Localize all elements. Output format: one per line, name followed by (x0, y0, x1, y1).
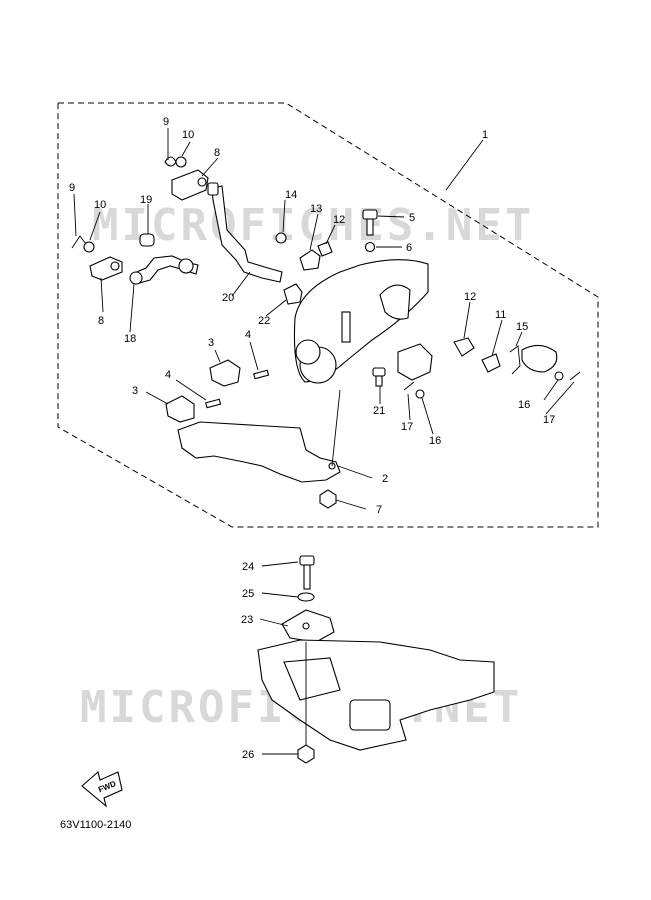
callout-6: 6 (406, 242, 412, 254)
throttle-linkage (397, 343, 433, 381)
callout-9-top: 9 (163, 116, 169, 128)
callout-4-left: 4 (165, 369, 171, 381)
bolt-21 (372, 367, 386, 387)
joint-11 (481, 353, 501, 373)
bushing-22 (283, 283, 303, 305)
washer-10-top (175, 156, 187, 168)
callout-21: 21 (373, 405, 385, 417)
callout-8-left: 8 (98, 315, 104, 327)
callout-11: 11 (495, 309, 506, 321)
leader-lines (73, 128, 575, 755)
callout-12-right: 12 (464, 291, 476, 303)
callout-26: 26 (242, 749, 254, 761)
engine-housing (293, 259, 429, 384)
callout-15: 15 (516, 321, 528, 333)
callout-12-top: 12 (333, 214, 345, 226)
cable-end-right (521, 344, 558, 373)
fwd-arrow: FWD (81, 770, 123, 808)
clip-17-left (403, 381, 415, 391)
callout-5: 5 (409, 212, 415, 224)
washer-25 (297, 592, 315, 602)
nut-7 (319, 489, 337, 509)
pin-4-top (253, 369, 270, 380)
shift-rod-18 (129, 255, 199, 285)
washer-10-left (83, 241, 95, 253)
callout-17-right: 17 (543, 414, 555, 426)
callout-8-top: 8 (214, 147, 220, 159)
callout-25: 25 (242, 588, 254, 600)
washer-16-right (554, 371, 564, 381)
nut-26 (297, 744, 315, 764)
bracket-3-left (165, 395, 195, 423)
callout-3-left: 3 (132, 385, 138, 397)
callout-7: 7 (376, 504, 382, 516)
bolt-24 (299, 555, 315, 590)
clip-9-top (164, 156, 177, 167)
callout-16-left: 16 (429, 435, 441, 447)
callout-4-top: 4 (245, 329, 251, 341)
collar-12-top (317, 241, 333, 257)
callout-3-top: 3 (208, 337, 214, 349)
callout-20: 20 (222, 292, 234, 304)
lower-base (257, 639, 495, 751)
callout-24: 24 (242, 561, 254, 573)
clip-17-right (569, 371, 581, 381)
callout-22: 22 (258, 315, 270, 327)
bushing-13 (299, 249, 321, 271)
diagram-code: 63V1100-2140 (60, 819, 131, 831)
callout-9-left: 9 (69, 182, 75, 194)
washer-6 (364, 241, 376, 253)
bushing-19 (139, 233, 155, 247)
bracket-plate-2 (177, 421, 341, 483)
collar-12-right (453, 337, 475, 357)
callout-10-left: 10 (94, 199, 106, 211)
clip-9-left (71, 235, 87, 249)
pin-15 (509, 345, 521, 375)
callout-labels: 1 2 3 3 4 4 5 6 7 8 8 9 9 10 10 11 12 12… (69, 116, 555, 761)
callout-19: 19 (140, 194, 152, 206)
callout-1: 1 (482, 129, 488, 141)
callout-17-left: 17 (401, 421, 413, 433)
washer-16-left (415, 389, 425, 399)
shift-lever-20 (207, 182, 283, 283)
washer-14 (275, 232, 287, 244)
callout-16-right: 16 (518, 399, 530, 411)
pin-4-left (205, 398, 222, 409)
rod-joint-8-top (171, 169, 209, 201)
rod-joint-8-left (89, 256, 123, 281)
bolt-5 (362, 209, 378, 236)
callout-13: 13 (310, 203, 322, 215)
callout-2: 2 (382, 473, 388, 485)
callout-18: 18 (124, 333, 136, 345)
callout-14: 14 (285, 189, 297, 201)
bracket-3-top (209, 359, 241, 387)
assembly-boundary (57, 102, 599, 528)
callout-23: 23 (241, 614, 253, 626)
callout-10-top: 10 (182, 129, 194, 141)
